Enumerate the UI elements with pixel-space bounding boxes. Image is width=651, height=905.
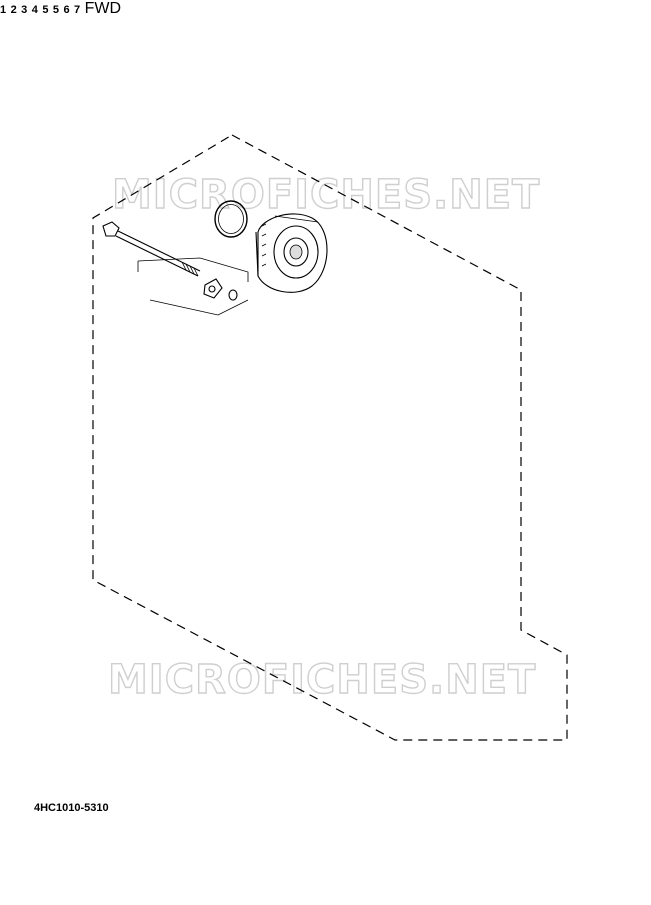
callout-5-lower: 5 [52,4,60,16]
through-bolt-part [102,221,249,316]
callout-2: 2 [10,4,17,16]
fwd-label: FWD [84,0,122,17]
front-cover [255,213,328,293]
diagram-code: 4HC1010-5310 [34,802,109,814]
callout-4: 4 [31,4,38,16]
callout-3: 3 [21,4,28,16]
o-ring-5-lower: 1 2 3 4 5 5 6 7 FWD 4HC1010-5310 const d… [0,0,121,814]
fwd-arrow-icon: FWD [85,0,121,17]
callout-1: 1 [0,4,7,16]
o-ring-6 [214,200,248,238]
callout-5-upper: 5 [42,4,49,16]
assembly-boundary [92,134,568,741]
callout-7: 7 [74,4,81,16]
watermark-top: MICROFICHES.NET [112,172,540,218]
watermark-bottom: MICROFICHES.NET [108,657,536,703]
o-ring-5-upper: 1 2 3 4 5 5 6 7 FWD 4HC1010-5310 const d… [0,0,121,814]
armature-callout-box: 1 2 3 4 5 5 6 7 FWD 4HC1010-5310 const d… [0,0,121,814]
callout-6: 6 [63,4,70,16]
